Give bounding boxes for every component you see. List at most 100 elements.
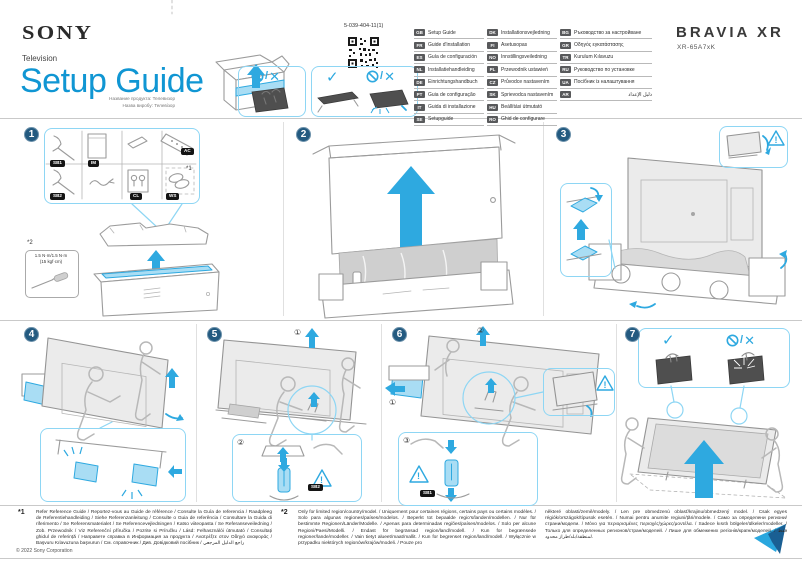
model-number: XR-65A7xK	[677, 44, 716, 51]
language-label: Guía de configuración	[428, 54, 477, 61]
document-number: 5-039-404-11(1)	[344, 23, 384, 29]
language-code-badge: SE	[414, 115, 425, 123]
step-5-detail-inset	[232, 434, 362, 502]
fold-mark	[171, 0, 173, 15]
language-label: Einrichtungshandbuch	[428, 79, 478, 86]
step-3-illustration: !	[566, 130, 788, 309]
warning-exclamation: !	[320, 475, 323, 485]
step-2-badge: 2	[296, 127, 311, 142]
check-icon: ✓	[326, 69, 339, 86]
sequence-marker-3: ③	[403, 436, 411, 445]
language-label: Sprievodca nastavením	[501, 91, 554, 98]
language-code-badge: HU	[487, 103, 498, 111]
ws-footnote-marker: *1	[186, 166, 192, 172]
step-6-warning-inset	[543, 368, 615, 416]
step-4-detail-inset	[40, 428, 186, 502]
torque-value-line1: 1.5 N·m/1.5 N·m	[34, 253, 68, 258]
step-6-detail-inset	[398, 432, 538, 506]
step-7-badge: 7	[625, 327, 640, 342]
step-6-illustration: ! !	[385, 326, 614, 502]
prohibition-cross-icons: / ✕	[251, 70, 280, 83]
cross-icon: ✕	[269, 69, 280, 84]
language-label: Kurulum Kılavuzu	[574, 54, 614, 61]
torque-value-line2: (15 kgf·cm)	[39, 259, 63, 264]
language-label: Setup Guide	[428, 29, 456, 36]
category-label: Television	[22, 54, 58, 63]
language-code-badge: BG	[560, 29, 571, 37]
step-1-illustration	[31, 130, 220, 317]
language-code-badge: RO	[487, 115, 498, 123]
torque-note-box	[25, 250, 79, 298]
prohibition-icon	[251, 70, 264, 83]
divider	[616, 324, 617, 502]
divider	[0, 118, 802, 119]
divider	[196, 324, 197, 502]
product-name-ua: Назва виробу: Телевізор	[122, 103, 175, 108]
language-code-badge: TR	[560, 53, 571, 61]
sequence-marker-1: ①	[389, 398, 397, 407]
part-badge-ac: AC	[181, 148, 194, 155]
language-label: دليل الإعداد	[628, 91, 652, 98]
press-screen-illustration	[251, 87, 289, 113]
torque-footnote-marker: *2	[27, 240, 33, 246]
sequence-marker-1: ①	[294, 328, 302, 337]
sequence-marker-2: ②	[237, 438, 245, 447]
language-code-badge: SK	[487, 91, 498, 99]
language-label: Innstillingsveiledning	[501, 54, 547, 61]
footnote-2-text-right: některé oblasti/země/modely. / Len pre o…	[545, 510, 787, 540]
part-badge-sb1: SB1	[50, 160, 65, 167]
language-label: Průvodce nastavením	[501, 79, 550, 86]
step-2-illustration	[312, 134, 516, 319]
language-label: Ghid de configurare	[501, 116, 545, 123]
warning-exclamation: !	[604, 380, 607, 390]
language-label: Installationsvejledning	[501, 29, 550, 36]
warning-exclamation: !	[417, 471, 420, 481]
language-label: Beállítási útmutató	[501, 104, 543, 111]
language-label: Οδηγός εγκατάστασης	[574, 42, 624, 49]
divider	[0, 320, 802, 321]
step-4-badge: 4	[24, 327, 39, 342]
language-code-badge: NO	[487, 53, 498, 61]
bravia-xr-logo: BRAVIA XR	[676, 24, 784, 41]
language-label: Guide d'installation	[428, 42, 471, 49]
divider	[0, 558, 802, 559]
sony-logo: SONY	[22, 22, 94, 44]
footnote-2-text-left: Only for limited region/country/model. /…	[298, 510, 536, 547]
divider	[381, 324, 382, 502]
footnote-1-marker: *1	[18, 509, 25, 516]
step-5-sb-badge: SB2	[308, 484, 323, 491]
language-code-badge: GR	[560, 41, 571, 49]
step-5-badge: 5	[207, 327, 222, 342]
language-label: Ръководство за настройване	[574, 29, 642, 36]
language-label: Installatiehandleiding	[428, 66, 475, 73]
sequence-marker-2: ②	[477, 326, 485, 335]
language-label: Setupguide	[428, 116, 454, 123]
divider	[283, 122, 284, 316]
product-name-ru: Название продукта: Телевизор	[109, 96, 175, 101]
cross-icon: ✕	[744, 333, 755, 348]
step-3-badge: 3	[556, 127, 571, 142]
step-6-badge: 6	[392, 327, 407, 342]
language-code-badge: FI	[487, 41, 498, 49]
footnote-2-marker: *2	[281, 509, 288, 516]
language-label: Asetusopas	[501, 42, 528, 49]
step-4-illustration	[21, 337, 184, 499]
part-badge-sb2: SB2	[50, 193, 65, 200]
language-label: Guia de configuração	[428, 91, 476, 98]
language-code-badge: PT	[414, 91, 425, 99]
slash-icon: /	[740, 334, 744, 346]
